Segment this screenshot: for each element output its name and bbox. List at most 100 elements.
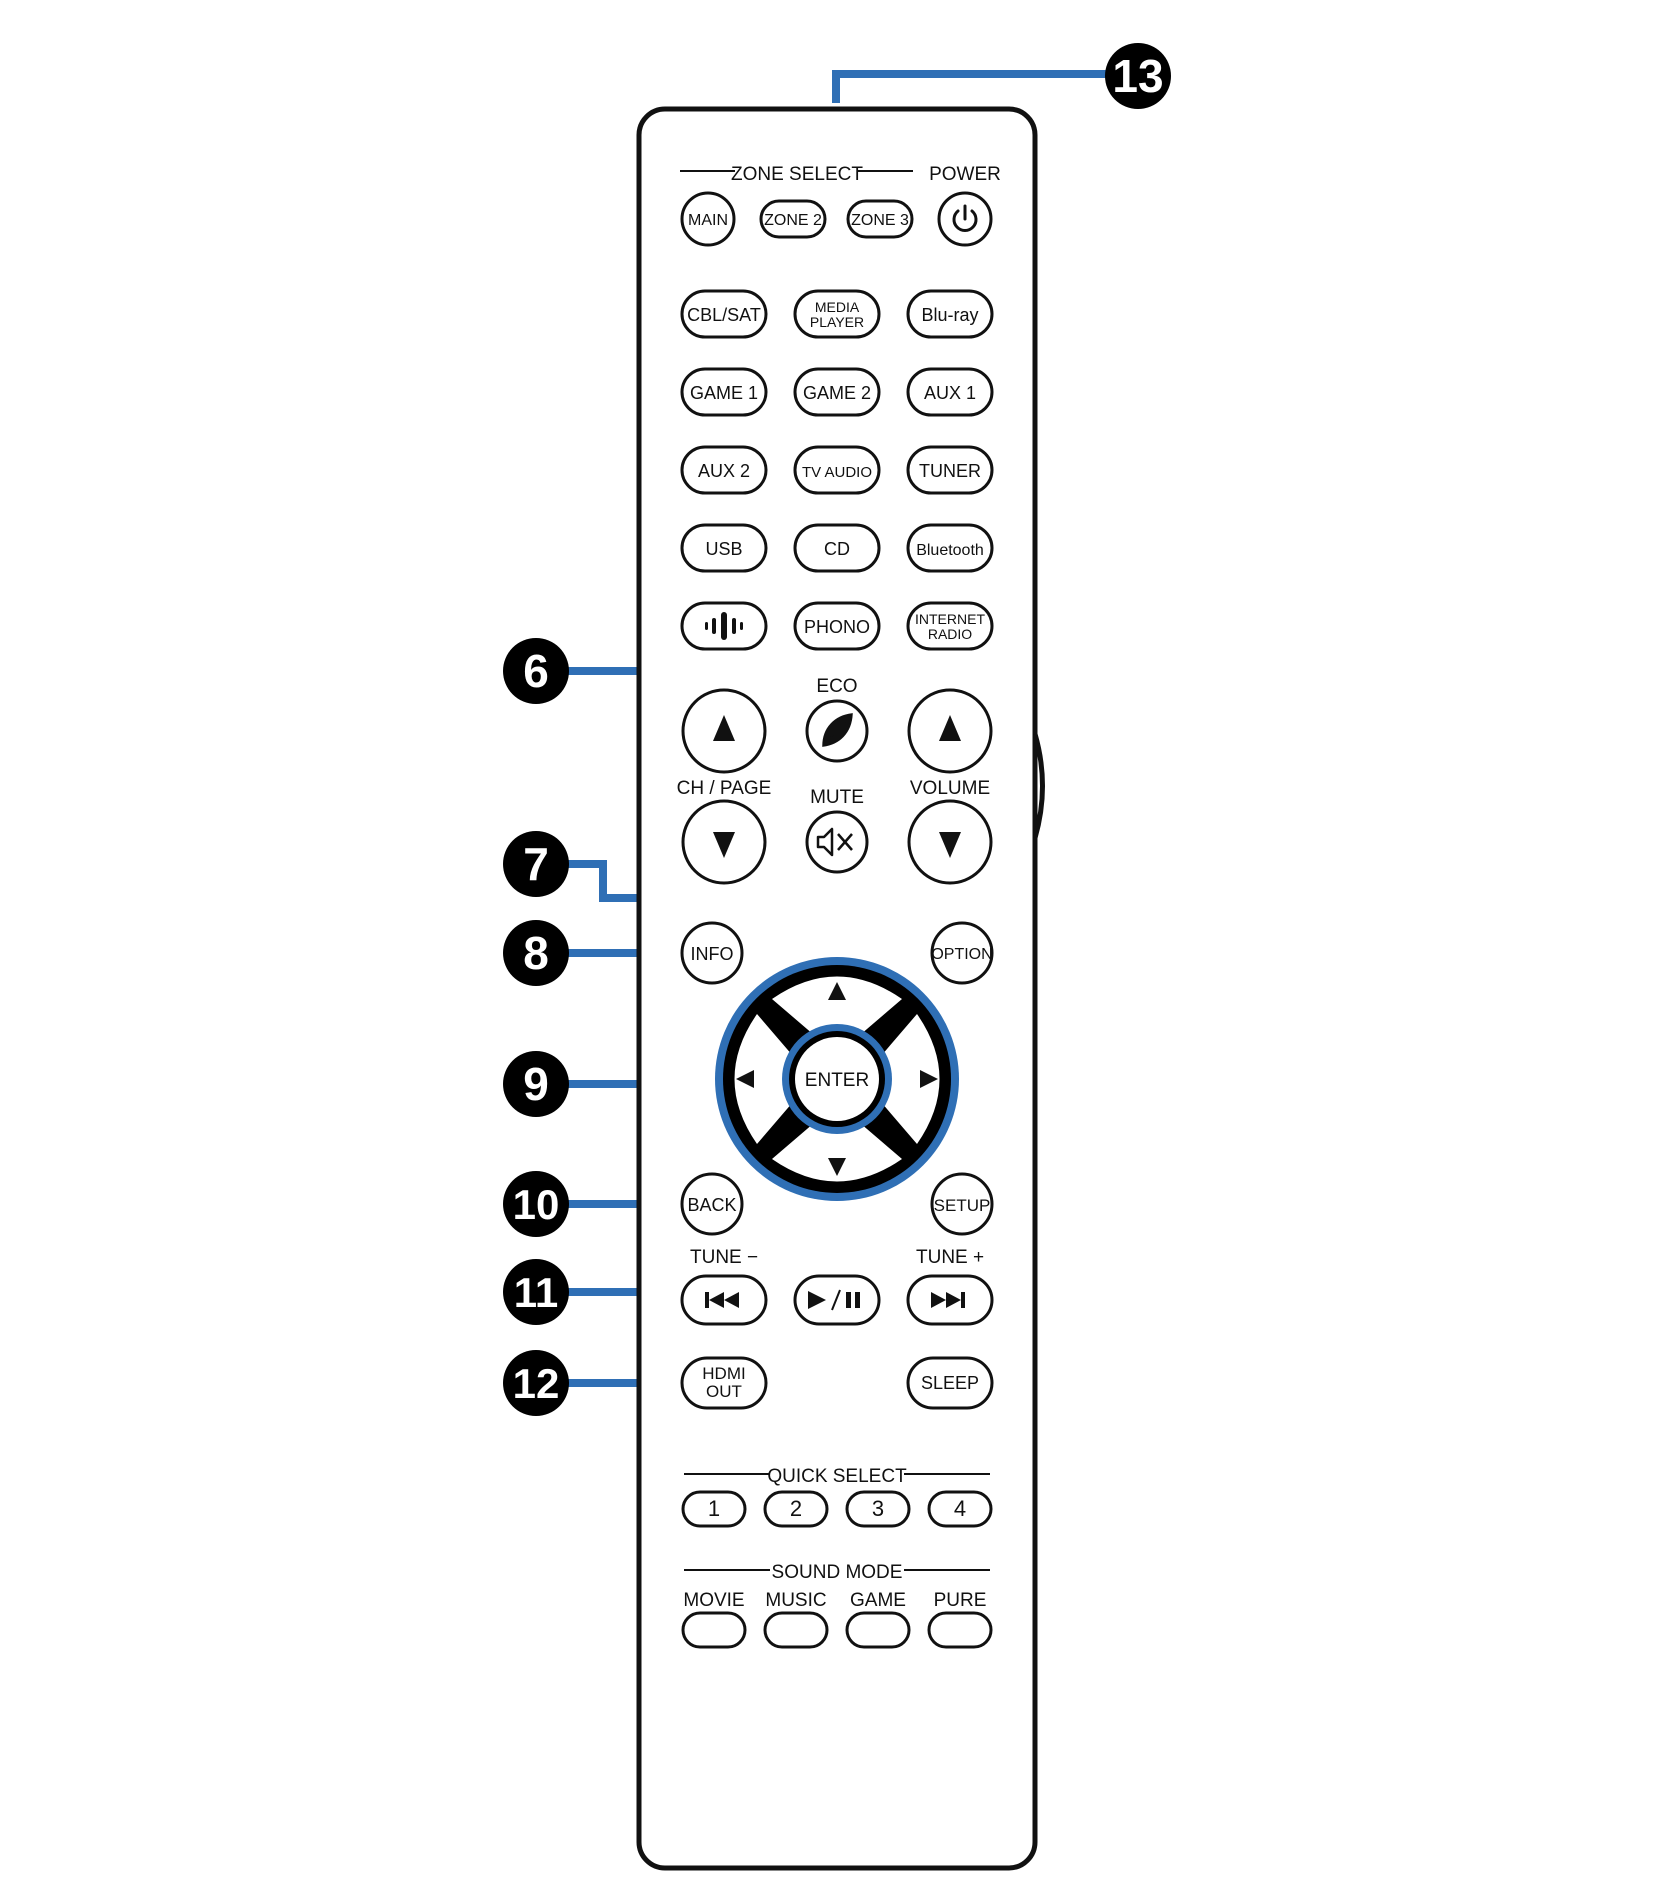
arrow-up-icon [828,982,846,1000]
game-button[interactable] [845,1611,911,1649]
heos-button[interactable] [680,601,768,651]
volume-down-button[interactable] [907,799,993,885]
svg-text:ZONE 2: ZONE 2 [764,212,822,229]
movie-button[interactable] [681,1611,747,1649]
ch-page-label: CH / PAGE [677,778,772,799]
zone2-button[interactable]: ZONE 2 [759,199,827,239]
bluray-button[interactable]: Blu-ray [906,289,994,339]
sound-mode-section: SOUND MODE MOVIE MUSIC GAME PURE [681,1562,993,1649]
tv-audio-button[interactable]: TV AUDIO [793,445,881,495]
media-player-button[interactable]: MEDIA PLAYER [793,289,881,339]
play-pause-icon [808,1289,860,1311]
quick-select-1-button[interactable]: 1 [681,1490,747,1528]
quick-select-3-button[interactable]: 3 [845,1490,911,1528]
side-volume-bump [1032,733,1045,839]
svg-text:9: 9 [523,1058,549,1110]
svg-text:3: 3 [872,1496,884,1521]
svg-text:8: 8 [523,927,549,979]
next-button[interactable] [906,1274,994,1326]
svg-text:Blu-ray: Blu-ray [921,305,978,325]
svg-text:ENTER: ENTER [805,1070,869,1091]
svg-text:4: 4 [954,1496,966,1521]
pure-button[interactable] [927,1611,993,1649]
svg-text:13: 13 [1112,50,1163,102]
ch-page-up-button[interactable] [681,688,767,774]
callout-6: 6 [503,638,569,704]
aux1-button[interactable]: AUX 1 [906,367,994,417]
game-label: GAME [850,1590,906,1611]
cursor-down-button[interactable] [772,1123,902,1182]
option-button[interactable]: OPTION [930,921,994,985]
ch-page-down-button[interactable] [681,799,767,885]
svg-text:Bluetooth: Bluetooth [916,542,984,559]
svg-text:SETUP: SETUP [934,1196,991,1215]
source-buttons: CBL/SAT MEDIA PLAYER Blu-ray GAME 1 GAME… [680,289,994,651]
info-button[interactable]: INFO [680,921,744,985]
power-button[interactable] [937,191,993,247]
callout-13: 13 [1105,43,1171,109]
volume-section: ECO CH / PAGE MUTE VOLUME [677,676,993,885]
cursor-left-button[interactable] [734,1014,794,1144]
main-button[interactable]: MAIN [680,191,736,247]
svg-text:1: 1 [708,1496,720,1521]
music-button[interactable] [763,1611,829,1649]
svg-text:ZONE 3: ZONE 3 [851,212,909,229]
callout-12: 12 [503,1350,569,1416]
svg-text:MEDIA: MEDIA [815,299,860,315]
pure-label: PURE [934,1590,987,1611]
eco-button[interactable] [805,699,869,763]
sleep-button[interactable]: SLEEP [906,1356,994,1410]
enter-button[interactable]: ENTER [782,1024,892,1134]
svg-text:OUT: OUT [706,1382,742,1401]
cbl-sat-button[interactable]: CBL/SAT [680,289,768,339]
cursor-right-button[interactable] [881,1014,940,1144]
game2-button[interactable]: GAME 2 [793,367,881,417]
movie-label: MOVIE [683,1590,744,1611]
usb-button[interactable]: USB [680,523,768,573]
mute-label: MUTE [810,787,864,808]
quick-select-4-button[interactable]: 4 [927,1490,993,1528]
svg-text:SLEEP: SLEEP [921,1373,979,1393]
cursor-up-button[interactable] [772,976,902,1036]
arrow-left-icon [736,1070,754,1088]
svg-text:7: 7 [523,838,549,890]
quick-select-2-button[interactable]: 2 [763,1490,829,1528]
cursor-pad: ENTER [715,957,959,1201]
zone3-button[interactable]: ZONE 3 [846,199,914,239]
setup-button[interactable]: SETUP [930,1172,994,1236]
tune-minus-label: TUNE − [690,1247,758,1268]
svg-text:AUX 2: AUX 2 [698,461,750,481]
leader-13 [832,70,1110,103]
zone-select-label: ZONE SELECT [731,164,863,185]
game1-button[interactable]: GAME 1 [680,367,768,417]
svg-text:PLAYER: PLAYER [810,314,864,330]
transport-section: TUNE − TUNE + [680,1247,994,1326]
play-pause-button[interactable] [793,1274,881,1326]
volume-up-button[interactable] [907,688,993,774]
previous-button[interactable] [680,1274,768,1326]
bluetooth-button[interactable]: Bluetooth [906,523,994,573]
tuner-button[interactable]: TUNER [906,445,994,495]
svg-text:PHONO: PHONO [804,617,870,637]
svg-text:TV AUDIO: TV AUDIO [802,464,872,481]
cd-button[interactable]: CD [793,523,881,573]
svg-text:6: 6 [523,645,549,697]
aux2-button[interactable]: AUX 2 [680,445,768,495]
callout-9: 9 [503,1051,569,1117]
hdmi-out-button[interactable]: HDMI OUT [680,1356,768,1410]
svg-text:BACK: BACK [687,1195,736,1215]
quick-select-label: QUICK SELECT [767,1466,907,1487]
svg-text:CBL/SAT: CBL/SAT [687,305,761,325]
phono-button[interactable]: PHONO [793,601,881,651]
back-button[interactable]: BACK [680,1172,744,1236]
sound-mode-label: SOUND MODE [772,1562,903,1583]
svg-text:OPTION: OPTION [931,946,992,963]
heos-icon [705,612,743,640]
internet-radio-button[interactable]: INTERNET RADIO [906,601,994,651]
svg-text:11: 11 [514,1269,558,1316]
svg-text:HDMI: HDMI [702,1364,745,1383]
mute-button[interactable] [805,810,869,874]
callout-badges: 13 6 7 8 9 10 11 12 [503,43,1171,1416]
triangle-down-icon [713,832,735,858]
